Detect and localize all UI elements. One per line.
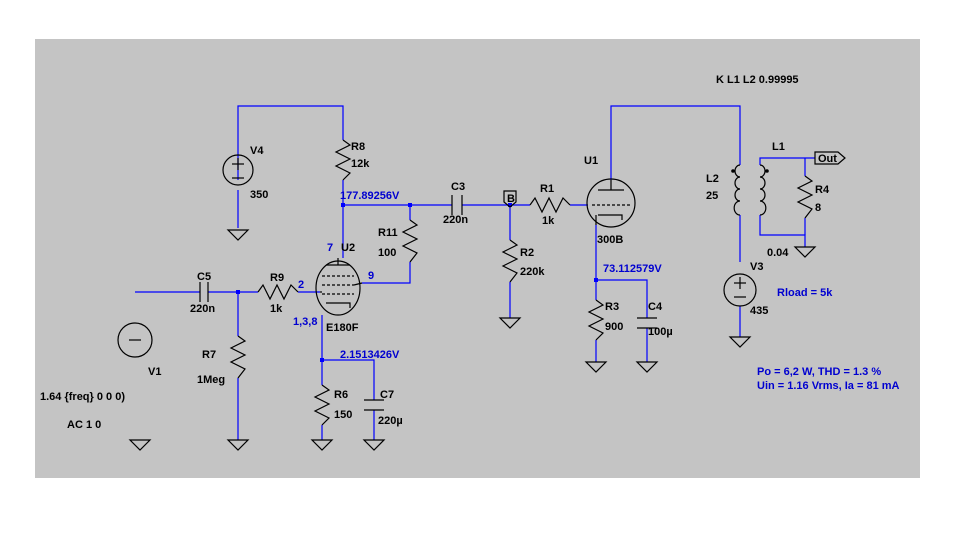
bias-tag-label: B	[507, 193, 515, 205]
c3-name: C3	[451, 181, 465, 193]
resistor-r11[interactable]	[401, 219, 419, 263]
r2-value: 220k	[520, 266, 545, 278]
v3-name: V3	[750, 261, 763, 273]
wires	[135, 105, 815, 440]
v3-value: 435	[750, 305, 768, 317]
r6-value: 150	[334, 409, 352, 421]
r9-name: R9	[270, 272, 284, 284]
v1-ac: AC 1 0	[67, 419, 101, 431]
r3-value: 900	[605, 321, 623, 333]
u2-pin-cathode: 1,3,8	[293, 316, 317, 328]
c7-name: C7	[380, 389, 394, 401]
r4-series-resistance: 0.04	[767, 247, 789, 259]
r6-name: R6	[334, 389, 348, 401]
r2-name: R2	[520, 247, 534, 259]
rload-directive: Rload = 5k	[777, 287, 833, 299]
capacitor-c3[interactable]	[451, 195, 463, 215]
v4-value: 350	[250, 189, 268, 201]
r8-name: R8	[351, 141, 365, 153]
r11-value: 100	[378, 247, 396, 259]
r7-name: R7	[202, 349, 216, 361]
u1-name: U1	[584, 155, 598, 167]
coupling-directive: K L1 L2 0.99995	[716, 74, 799, 86]
r3-name: R3	[605, 301, 619, 313]
v4-name: V4	[250, 145, 264, 157]
resistor-r6[interactable]	[313, 384, 331, 426]
c5-name: C5	[197, 271, 211, 283]
node-voltage-anode-u2: 177.89256V	[340, 190, 400, 202]
capacitor-c7[interactable]	[364, 399, 384, 411]
u2-pin-g2: 9	[368, 270, 374, 282]
c3-value: 220n	[443, 214, 468, 226]
schematic-canvas[interactable]	[35, 39, 920, 478]
l1-name: L1	[772, 141, 785, 153]
out-tag-label: Out	[818, 153, 837, 165]
junctions	[236, 203, 598, 362]
result-line-2: Uin = 1.16 Vrms, Ia = 81 mA	[757, 380, 900, 392]
c7-value: 220µ	[378, 415, 403, 427]
r7-value: 1Meg	[197, 374, 225, 386]
tube-u1[interactable]	[586, 178, 636, 228]
u2-pin-anode: 7	[327, 242, 333, 254]
r4-name: R4	[815, 184, 830, 196]
output-port-out[interactable]	[814, 151, 846, 165]
r1-name: R1	[540, 183, 554, 195]
voltage-source-v3[interactable]	[723, 273, 757, 307]
tube-u2[interactable]	[315, 258, 363, 316]
capacitor-c4[interactable]	[637, 317, 657, 329]
c4-value: 100µ	[648, 326, 673, 338]
u2-pin-grid: 2	[298, 279, 304, 291]
r1-value: 1k	[542, 215, 555, 227]
u2-model: E180F	[326, 322, 359, 334]
resistor-r3[interactable]	[587, 299, 605, 341]
u2-name: U2	[341, 242, 355, 254]
node-voltage-cathode-u1: 73.112579V	[603, 263, 662, 275]
r9-value: 1k	[270, 303, 283, 315]
resistor-r7[interactable]	[229, 335, 247, 379]
r4-value: 8	[815, 202, 821, 214]
bias-port-b[interactable]	[503, 190, 517, 208]
r11-name: R11	[378, 227, 398, 239]
capacitor-c5[interactable]	[199, 282, 209, 302]
c4-name: C4	[648, 301, 663, 313]
node-voltage-cathode-u2: 2.1513426V	[340, 349, 400, 361]
resistor-r2[interactable]	[501, 239, 519, 283]
l2-value: 25	[706, 190, 718, 202]
transformer-l1-l2[interactable]	[731, 164, 769, 216]
r8-value: 12k	[351, 158, 370, 170]
l2-name: L2	[706, 173, 719, 185]
resistor-r9[interactable]	[257, 283, 299, 301]
result-line-1: Po = 6,2 W, THD = 1.3 %	[757, 366, 881, 378]
c5-value: 220n	[190, 303, 215, 315]
ground-symbols	[128, 229, 817, 451]
resistor-r4[interactable]	[796, 175, 814, 219]
voltage-source-v4[interactable]	[222, 154, 254, 186]
resistor-r1[interactable]	[529, 196, 571, 214]
u1-model: 300B	[597, 234, 623, 246]
resistor-r8[interactable]	[334, 139, 352, 181]
voltage-source-v1[interactable]	[117, 322, 153, 358]
v1-value: 1.64 {freq} 0 0 0)	[40, 391, 125, 403]
v1-name: V1	[148, 366, 161, 378]
